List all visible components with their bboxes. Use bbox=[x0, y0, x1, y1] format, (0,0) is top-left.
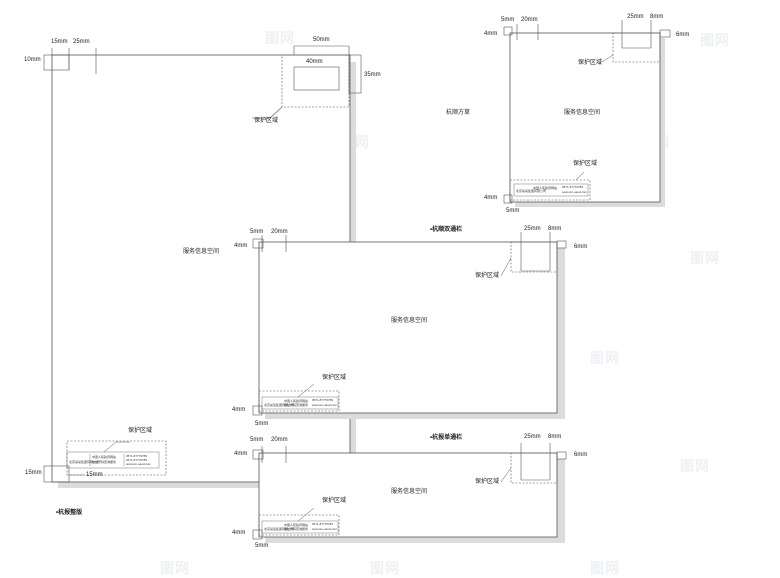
dim-label: 4mm bbox=[484, 31, 498, 37]
dim-label: 5mm bbox=[255, 543, 269, 549]
vertical-plan-frame bbox=[509, 32, 661, 203]
diagram-canvas: 图网 图网 图网 图网 图网 图网 图网 图网 图网 图网 图网 图网 图网 图… bbox=[24, 14, 730, 576]
info-text: 北京某某集团有限公司 bbox=[264, 403, 295, 407]
dim-label: 25mm bbox=[524, 434, 541, 440]
protect-label: 保护区域 bbox=[322, 498, 347, 504]
dim-label: 5mm bbox=[250, 437, 264, 443]
info-text: www.sin-uasd.com bbox=[562, 190, 588, 194]
protection-area bbox=[612, 32, 661, 63]
dim-label: 8mm bbox=[548, 434, 562, 440]
section-title: •杭报单通栏 bbox=[430, 435, 463, 441]
info-text: www.sin-uasd.com bbox=[312, 403, 338, 407]
layout-drawing bbox=[43, 20, 671, 543]
info-text: 中国人民政府网站 bbox=[92, 455, 117, 459]
info-text: 中国人民政府网站 bbox=[284, 523, 309, 527]
watermark: 图网 bbox=[265, 30, 295, 46]
dim-label: 5mm bbox=[255, 421, 269, 427]
info-text: 0571-87776789 bbox=[312, 522, 334, 526]
dim-label: 25mm bbox=[627, 14, 644, 20]
dim-label: 25mm bbox=[73, 39, 90, 45]
watermark: 图网 bbox=[680, 458, 710, 474]
watermark: 图网 bbox=[690, 250, 720, 266]
info-text: 北京某某集团有限公司 bbox=[69, 460, 100, 464]
dim-label: 15mm bbox=[86, 472, 103, 478]
double-bar-frame bbox=[258, 241, 558, 414]
dim-label: 50mm bbox=[313, 37, 330, 43]
info-text: 0571-87776789 bbox=[126, 458, 148, 462]
dim-label: 20mm bbox=[271, 437, 288, 443]
info-block bbox=[261, 396, 339, 410]
dim-label: 15mm bbox=[51, 39, 68, 45]
service-label: 服务信息空间 bbox=[183, 249, 220, 255]
dim-label: 5mm bbox=[501, 17, 515, 23]
dim-label: 8mm bbox=[548, 226, 562, 232]
info-text: 地址号码查询服务 bbox=[284, 403, 309, 407]
protect-label: 保护区域 bbox=[254, 118, 279, 124]
dim-label: 4mm bbox=[232, 407, 246, 413]
info-text: 北京某某集团有限公司 bbox=[516, 189, 547, 193]
dim-label: 4mm bbox=[234, 243, 248, 249]
section-title: •杭顺双通栏 bbox=[430, 227, 463, 233]
info-block bbox=[261, 520, 339, 534]
protect-label: 保护区域 bbox=[322, 375, 347, 381]
info-text: 中国人民政府网站 bbox=[533, 186, 558, 190]
protect-label: 保护区域 bbox=[475, 479, 500, 485]
dim-label: 40mm bbox=[306, 59, 323, 65]
protect-label: 保护区域 bbox=[573, 161, 598, 167]
dim-label: 20mm bbox=[521, 17, 538, 23]
info-text: 0571-87776789 bbox=[312, 398, 334, 402]
protection-area bbox=[510, 241, 558, 273]
service-label: 服务信息空间 bbox=[564, 110, 601, 116]
dim-label: 6mm bbox=[574, 452, 588, 458]
info-block bbox=[513, 183, 589, 197]
dim-label: 35mm bbox=[364, 72, 381, 78]
single-bar-frame bbox=[258, 452, 558, 538]
service-label: 服务信息空间 bbox=[391, 489, 428, 495]
dim-label: 10mm bbox=[24, 57, 41, 63]
info-text: 中国人民政府网站 bbox=[284, 399, 309, 403]
protect-label: 保护区域 bbox=[128, 428, 153, 434]
section-title: 杭顺方草 bbox=[446, 110, 471, 116]
dim-label: 4mm bbox=[484, 195, 498, 201]
dim-label: 6mm bbox=[676, 32, 690, 38]
dim-label: 5mm bbox=[250, 229, 264, 235]
info-text: www.sin-uasd.com bbox=[126, 462, 152, 466]
protect-label: 保护区域 bbox=[578, 60, 603, 66]
info-text: www.sin-uasd.com bbox=[312, 527, 338, 531]
info-text: 地址号码查询服务 bbox=[92, 460, 117, 464]
info-block bbox=[66, 451, 160, 469]
dim-label: 8mm bbox=[650, 14, 664, 20]
info-text: 0571-87776789 bbox=[126, 454, 148, 458]
logo-box bbox=[293, 66, 340, 91]
dim-label: 20mm bbox=[271, 229, 288, 235]
protection-area bbox=[258, 390, 340, 412]
info-text: 0571-87776789 bbox=[562, 185, 584, 189]
dim-label: 4mm bbox=[234, 451, 248, 457]
protect-label: 保护区域 bbox=[475, 273, 500, 279]
dim-label: 6mm bbox=[574, 244, 588, 250]
protection-area bbox=[258, 514, 340, 536]
info-text: 地址号码查询服务 bbox=[284, 527, 309, 531]
service-label: 服务信息空间 bbox=[391, 318, 428, 324]
section-title: •杭报整版 bbox=[56, 510, 83, 516]
watermark: 图网 bbox=[590, 350, 620, 366]
dim-label: 25mm bbox=[524, 226, 541, 232]
dim-label: 5mm bbox=[506, 208, 520, 214]
watermark: 图网 bbox=[700, 32, 730, 48]
protection-area bbox=[509, 179, 591, 201]
info-text: 北京某某集团有限公司 bbox=[264, 527, 295, 531]
dim-label: 4mm bbox=[232, 530, 246, 536]
dim-label: 15mm bbox=[25, 470, 42, 476]
